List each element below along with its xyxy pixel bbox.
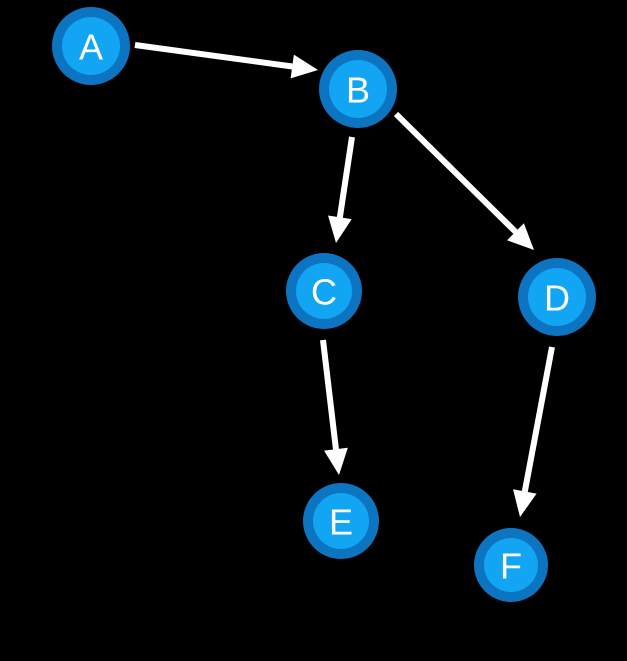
edges-layer bbox=[134, 42, 555, 517]
graph-node-d[interactable]: D bbox=[518, 258, 596, 336]
edge-shaft bbox=[320, 339, 340, 453]
edge-d-to-f bbox=[513, 346, 555, 517]
edge-b-to-c bbox=[328, 136, 355, 243]
edge-b-to-d bbox=[393, 111, 534, 250]
edge-shaft bbox=[336, 136, 355, 221]
edge-a-to-b bbox=[134, 42, 318, 79]
arrowhead-icon bbox=[507, 223, 534, 250]
nodes-layer: A B C D E F bbox=[52, 7, 596, 602]
edge-shaft bbox=[521, 346, 555, 495]
node-core bbox=[313, 493, 369, 549]
node-core bbox=[329, 60, 387, 118]
arrowhead-icon bbox=[328, 215, 352, 243]
node-label: A bbox=[79, 27, 103, 68]
graph-node-b[interactable]: B bbox=[319, 50, 397, 128]
node-label: F bbox=[500, 546, 522, 587]
node-label: E bbox=[329, 502, 353, 543]
node-core bbox=[62, 17, 120, 75]
arrowhead-icon bbox=[324, 447, 348, 475]
graph-node-f[interactable]: F bbox=[474, 528, 548, 602]
node-core bbox=[296, 263, 352, 319]
graph-node-a[interactable]: A bbox=[52, 7, 130, 85]
arrowhead-icon bbox=[513, 489, 537, 517]
edge-c-to-e bbox=[320, 339, 348, 475]
arrowhead-icon bbox=[290, 54, 318, 79]
edge-shaft bbox=[393, 111, 520, 236]
node-core bbox=[528, 268, 586, 326]
graph-node-e[interactable]: E bbox=[303, 483, 379, 559]
node-label: D bbox=[544, 278, 570, 319]
node-label: B bbox=[346, 70, 370, 111]
edge-shaft bbox=[134, 42, 296, 70]
node-label: C bbox=[311, 272, 337, 313]
graph-node-c[interactable]: C bbox=[286, 253, 362, 329]
node-core bbox=[484, 538, 538, 592]
